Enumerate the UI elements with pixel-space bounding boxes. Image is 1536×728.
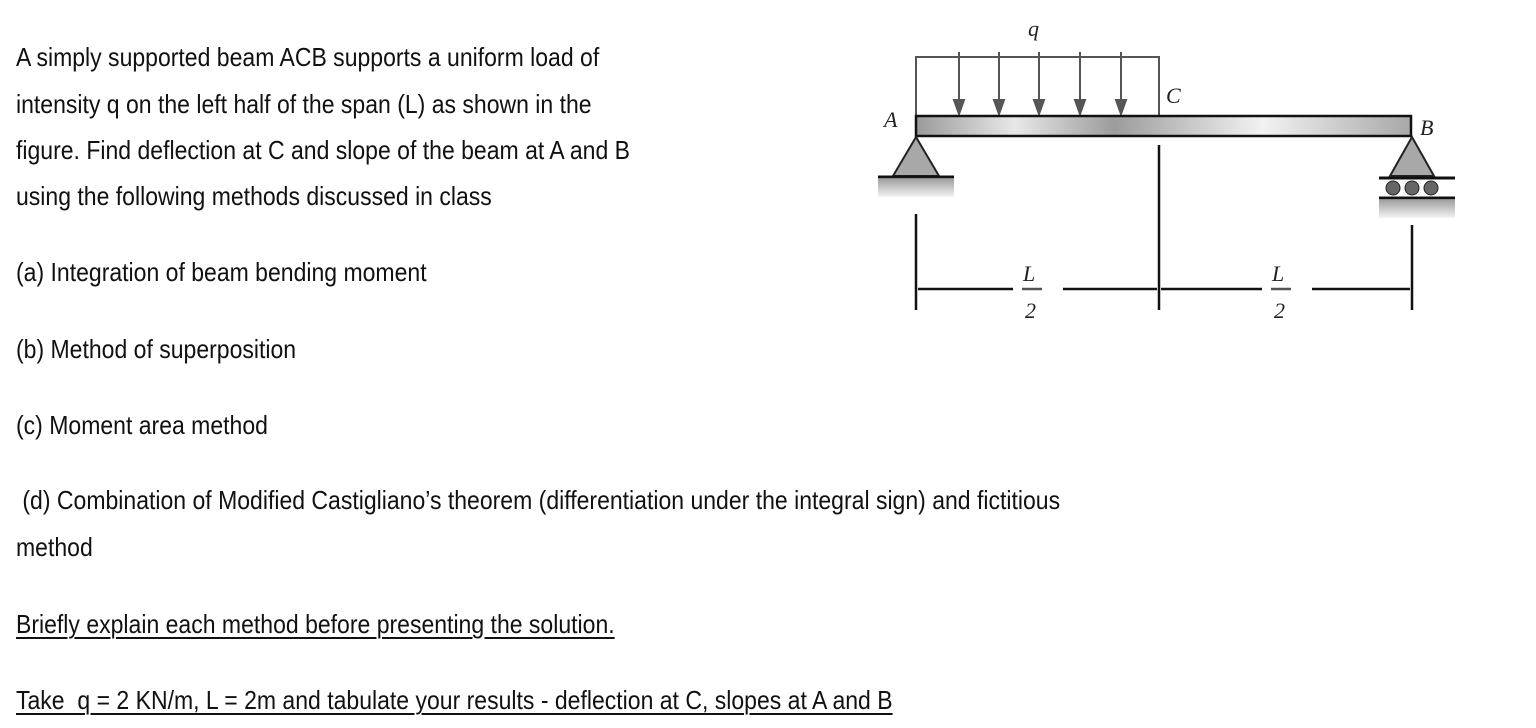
distributed-load [915,52,1160,117]
intro-line-3: figure. Find deflection at C and slope o… [16,135,631,165]
load-arrowhead [1032,99,1046,117]
beam [914,114,1413,138]
load-label: q [1028,16,1039,41]
load-arrowhead [952,99,966,117]
method-b: (b) Method of superposition [16,334,297,364]
load-arrowhead [1114,99,1128,117]
dim-left-numerator: L [1022,261,1035,286]
given-values: Take q = 2 KN/m, L = 2m and tabulate you… [16,685,893,715]
dim-right-numerator: L [1271,261,1284,286]
point-a-label: A [882,107,898,132]
pin-support-a [878,135,954,197]
instruction: Briefly explain each method before prese… [16,609,615,639]
load-arrowhead [992,99,1006,117]
roller-support-b [1379,134,1455,218]
load-arrowhead [1073,99,1087,117]
method-a: (a) Integration of beam bending moment [16,257,427,287]
method-d: (d) Combination of Modified Castigliano’… [16,485,1061,515]
point-c-label: C [1166,83,1181,108]
intro-line-4: using the following methods discussed in… [16,181,492,211]
intro-line-1: A simply supported beam ACB supports a u… [16,42,600,72]
intro-line-2: intensity q on the left half of the span… [16,89,592,119]
method-d-continued: method [16,532,93,562]
dim-left-denominator: 2 [1025,298,1036,323]
point-b-label: B [1420,115,1433,140]
dim-right-denominator: 2 [1274,298,1285,323]
method-c: (c) Moment area method [16,410,268,440]
dimension-lines [914,145,1414,310]
